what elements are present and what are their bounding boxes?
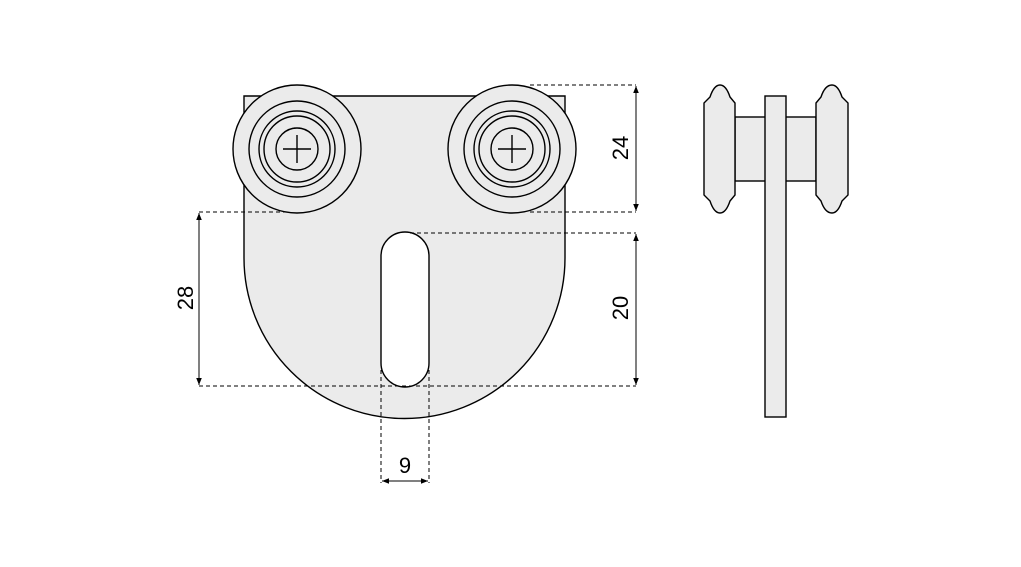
- front-view: [232, 84, 577, 420]
- left-wheel: [232, 84, 362, 214]
- dimension-mount-height: 28: [173, 286, 198, 310]
- side-view: [703, 84, 849, 418]
- screw-cross-icon: [283, 135, 311, 163]
- side-wheel-right: [815, 84, 849, 214]
- dimension-lines: [196, 84, 639, 484]
- side-plate: [764, 95, 787, 418]
- right-wheel: [447, 84, 577, 214]
- dimension-slot-height: 20: [608, 296, 633, 320]
- dimension-slot-width: 9: [399, 453, 411, 478]
- side-wheel-left: [703, 84, 736, 214]
- screw-cross-icon: [498, 135, 526, 163]
- adjustment-slot: [380, 231, 430, 388]
- dimension-wheel-height: 24: [608, 136, 633, 160]
